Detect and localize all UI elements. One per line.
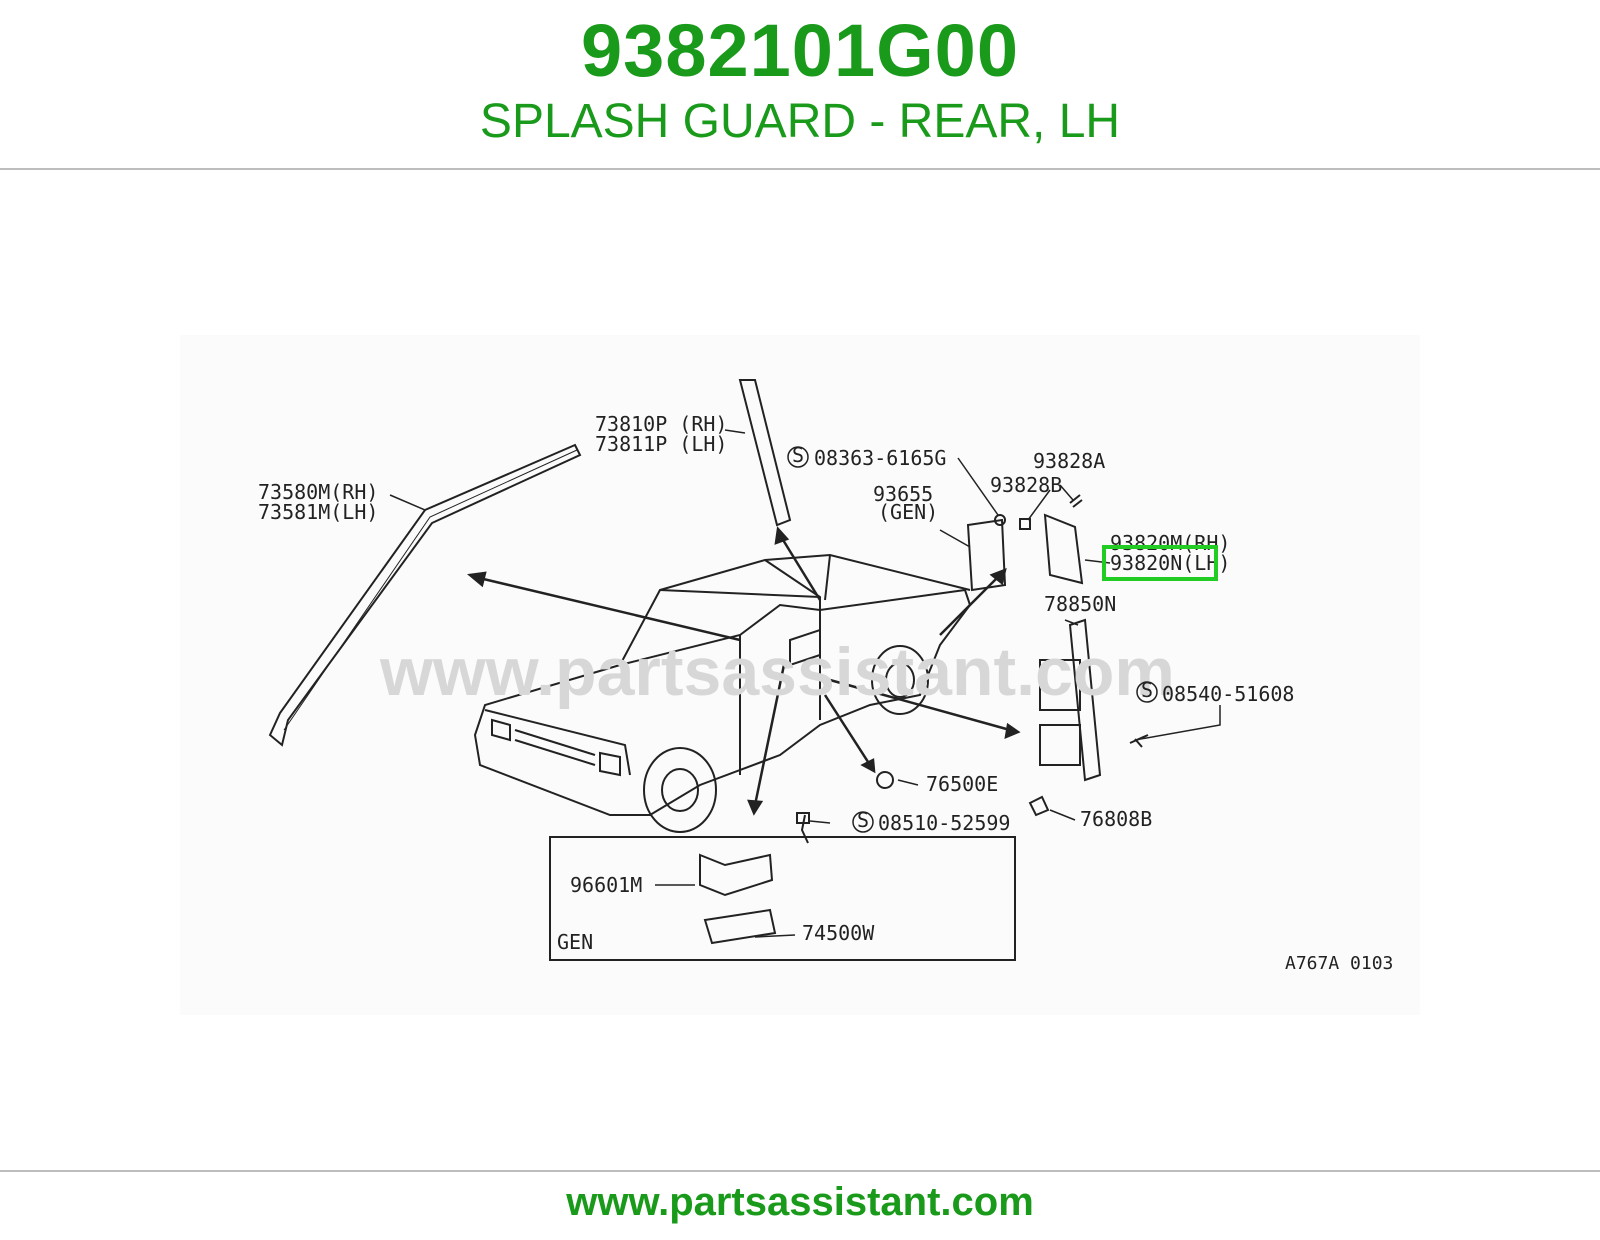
callout-93828a: 93828A	[1033, 449, 1105, 473]
part-number: 9382101G00	[581, 9, 1019, 92]
mud-flap-gen-shape	[966, 518, 1007, 592]
gen-box-label: GEN	[557, 930, 593, 954]
top-divider	[0, 168, 1600, 170]
screw-symbol-label: S	[1141, 678, 1153, 702]
callout-08510-52599: 08510-52599	[878, 811, 1010, 835]
header: 9382101G00 SPLASH GUARD - REAR, LH	[0, 0, 1600, 168]
callout-93655-gen: (GEN)	[878, 500, 938, 524]
diagram-code: A767A 0103	[1285, 953, 1393, 974]
gen-inset-box	[549, 836, 1016, 961]
callout-93820n: 93820N(LH)	[1110, 551, 1230, 575]
screw-symbol-icon	[852, 811, 874, 833]
screw-symbol-label: S	[792, 443, 804, 467]
callout-76808b: 76808B	[1080, 807, 1152, 831]
callout-96601m: 96601M	[570, 873, 642, 897]
footer-url[interactable]: www.partsassistant.com	[566, 1180, 1034, 1224]
drip-molding-shape	[268, 443, 582, 747]
callout-73810p: 73810P (RH)	[595, 412, 727, 436]
screw-symbol-icon	[787, 446, 809, 468]
callout-73811p: 73811P (LH)	[595, 432, 727, 456]
truck-outline	[473, 553, 972, 833]
callout-08540-51608: 08540-51608	[1162, 682, 1294, 706]
callout-08363-6165g: 08363-6165G	[814, 446, 946, 470]
watermark: www.partsassistant.com	[379, 634, 1175, 710]
callout-93828b: 93828B	[990, 473, 1062, 497]
callout-78850n: 78850N	[1044, 592, 1116, 616]
callout-93820m: 93820M(RH)	[1110, 531, 1230, 555]
callout-73580m: 73580M(RH)	[258, 480, 378, 504]
part-description: SPLASH GUARD - REAR, LH	[479, 95, 1121, 148]
callout-74500w: 74500W	[802, 921, 875, 945]
parts-diagram: www.partsassistant.com S S S 73810P (RH)…	[180, 335, 1420, 1015]
callout-73581m: 73581M(LH)	[258, 500, 378, 524]
callout-93655: 93655	[873, 482, 933, 506]
bottom-divider	[0, 1170, 1600, 1172]
diagram-drawing: www.partsassistant.com S S S 73810P (RH)…	[258, 379, 1393, 974]
highlight-box	[1102, 545, 1218, 581]
callout-76500e: 76500E	[926, 772, 998, 796]
pillar-molding-shape	[738, 379, 792, 527]
screw-symbol-label: S	[857, 808, 869, 832]
screw-symbol-icon	[1136, 681, 1158, 703]
mud-flap-lh-shape	[1043, 513, 1084, 585]
